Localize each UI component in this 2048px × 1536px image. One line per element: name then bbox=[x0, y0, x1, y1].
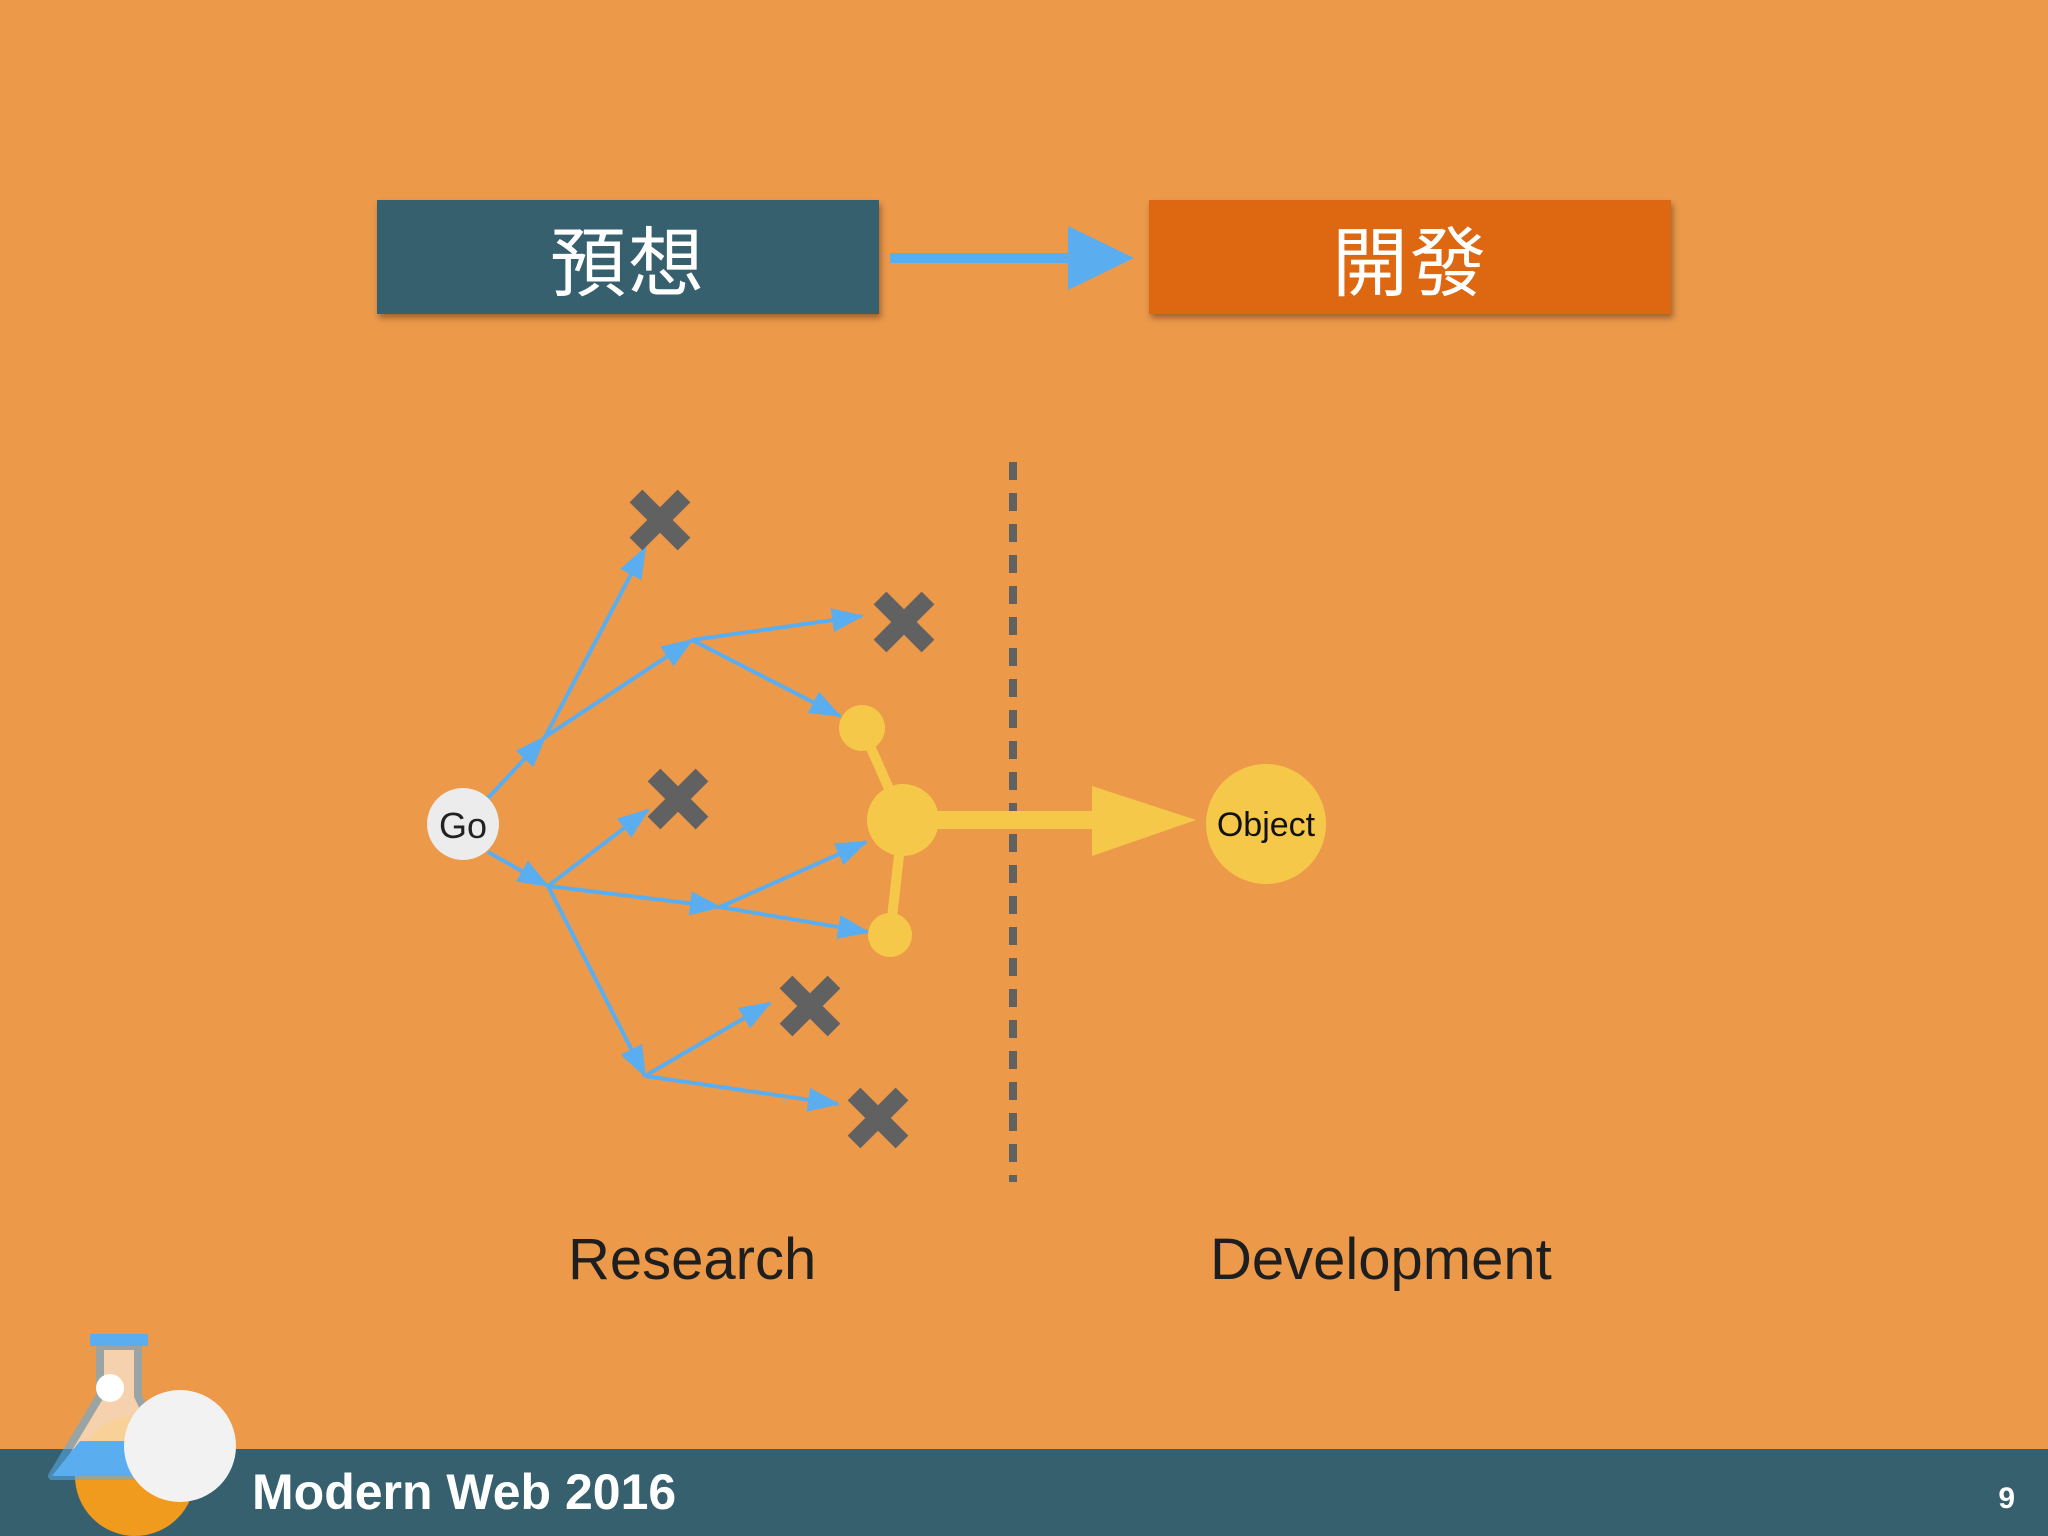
start-node-label: Go bbox=[439, 805, 487, 846]
research-caption: Research bbox=[568, 1227, 817, 1292]
page-number: 9 bbox=[1998, 1482, 2015, 1515]
flask-logo-icon bbox=[48, 1334, 236, 1536]
footer-title: Modern Web 2016 bbox=[252, 1464, 677, 1520]
development-caption: Development bbox=[1210, 1227, 1552, 1292]
x-mark-icon bbox=[880, 598, 928, 646]
footer-bar bbox=[0, 1449, 2048, 1536]
forecast-box-label: 預想 bbox=[550, 219, 706, 308]
research-convergence bbox=[839, 705, 1196, 957]
x-mark-icon bbox=[786, 982, 834, 1030]
x-mark-icon bbox=[854, 1094, 902, 1142]
object-node-label: Object bbox=[1217, 806, 1316, 844]
research-development-diagram: Go Object bbox=[427, 226, 1326, 1182]
x-mark-icon bbox=[636, 496, 684, 544]
development-box: 開發 bbox=[1149, 200, 1671, 314]
x-mark-icon bbox=[654, 775, 702, 823]
object-node: Object bbox=[1206, 764, 1326, 884]
start-node: Go bbox=[427, 788, 499, 860]
development-box-label: 開發 bbox=[1332, 219, 1488, 308]
header-arrow bbox=[890, 226, 1134, 290]
research-branches bbox=[486, 546, 870, 1112]
forecast-box: 預想 bbox=[377, 200, 879, 314]
